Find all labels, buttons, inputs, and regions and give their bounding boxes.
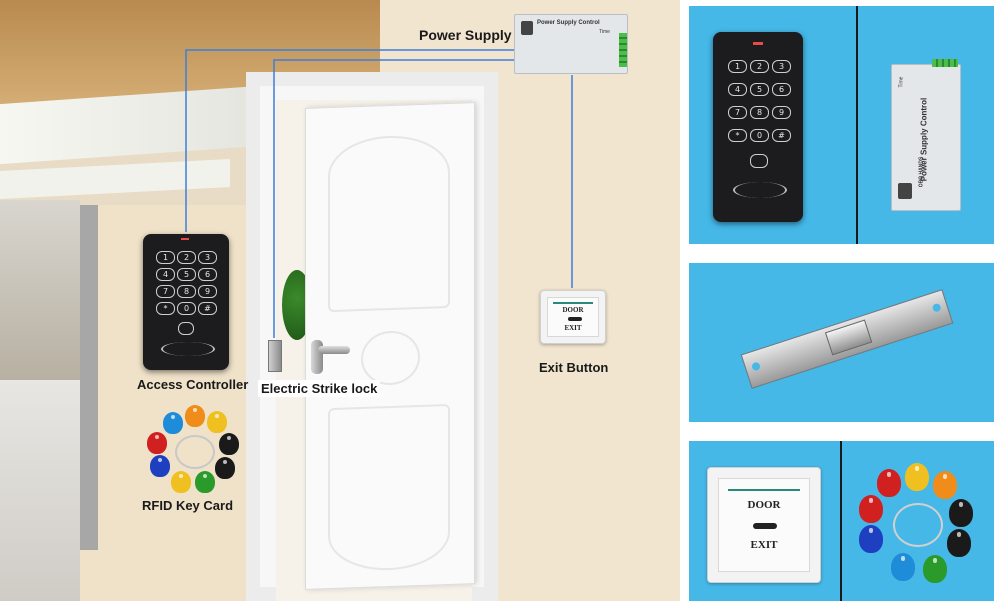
bell-icon (178, 322, 194, 335)
strike-lock-hole (931, 302, 942, 313)
key-4[interactable]: 4 (728, 83, 747, 96)
key-hash[interactable]: # (772, 129, 791, 142)
wiring (185, 49, 573, 338)
fob-blue (891, 553, 915, 581)
exit-button-door-text: DOOR (562, 306, 584, 314)
key-8[interactable]: 8 (750, 106, 769, 119)
fob-green (923, 555, 947, 583)
product-exit-button: DOOR EXIT (707, 467, 821, 583)
strike-lock-hole (750, 361, 762, 372)
key-1[interactable]: 1 (156, 251, 175, 264)
key-1[interactable]: 1 (728, 60, 747, 73)
fob-green (195, 471, 215, 493)
key-star[interactable]: * (156, 302, 175, 315)
keypad-led (753, 42, 763, 45)
exit-button-device: DOOR EXIT (540, 290, 606, 344)
key-7[interactable]: 7 (156, 285, 175, 298)
fob-orange (933, 471, 957, 499)
product-strike-lock (740, 289, 954, 389)
label-access-controller: Access Controller (137, 377, 249, 392)
key-9[interactable]: 9 (772, 106, 791, 119)
psu-logo-icon (521, 21, 533, 35)
fob-blue (163, 412, 183, 434)
electric-strike-lock (268, 340, 282, 372)
keypad-led (181, 238, 189, 240)
exit-button-exit-text: EXIT (750, 539, 778, 551)
exit-button-exit-text: EXIT (564, 324, 582, 332)
fob-red (859, 495, 883, 523)
key-5[interactable]: 5 (177, 268, 196, 281)
exit-button-face: DOOR EXIT (718, 478, 810, 572)
wire-lock (273, 59, 514, 338)
access-controller-keypad: 1 2 3 4 5 6 7 8 9 * 0 # (143, 234, 229, 370)
product-power-supply: Power Supply Control OBO HANDS Time (891, 59, 961, 211)
fob-yellow (905, 463, 929, 491)
product-keypad: 1 2 3 4 5 6 7 8 9 * 0 # (713, 32, 803, 222)
office-background (0, 200, 80, 390)
psu-brand: OBO HANDS (918, 156, 925, 188)
label-electric-strike-lock: Electric Strike lock (258, 380, 381, 397)
fob-red (877, 469, 901, 497)
product-panel-keypad-psu: 1 2 3 4 5 6 7 8 9 * 0 # Power Supply Con… (689, 6, 994, 244)
key-6[interactable]: 6 (772, 83, 791, 96)
fob-yellow (171, 471, 191, 493)
label-exit-button: Exit Button (539, 360, 609, 375)
product-panel-exit-fobs: DOOR EXIT (689, 441, 994, 601)
rfid-wave-icon (161, 342, 215, 356)
installation-scene: Power Supply Control Time Power Supply 1… (0, 0, 680, 601)
key-8[interactable]: 8 (177, 285, 196, 298)
key-6[interactable]: 6 (198, 268, 217, 281)
fob-yellow (207, 411, 227, 433)
key-icon (568, 317, 582, 321)
panel-divider (840, 441, 842, 601)
rfid-wave-icon (733, 182, 787, 198)
fob-black (219, 433, 239, 455)
key-7[interactable]: 7 (728, 106, 747, 119)
key-4[interactable]: 4 (156, 268, 175, 281)
product-panel-strike-lock (689, 263, 994, 422)
key-2[interactable]: 2 (750, 60, 769, 73)
psu-timer-label: Time (599, 29, 610, 35)
key-3[interactable]: 3 (198, 251, 217, 264)
exit-button-face: DOOR EXIT (547, 297, 599, 337)
fob-black (949, 499, 973, 527)
key-3[interactable]: 3 (772, 60, 791, 73)
pillar (80, 205, 98, 550)
fob-blue (859, 525, 883, 553)
strike-lock-latch (824, 319, 873, 356)
exit-button-stripe (553, 302, 593, 304)
exit-button-stripe (728, 489, 800, 491)
fob-black (947, 529, 971, 557)
key-0[interactable]: 0 (750, 129, 769, 142)
label-power-supply: Power Supply (419, 27, 512, 43)
fob-blue (150, 455, 170, 477)
fob-red (147, 432, 167, 454)
key-2[interactable]: 2 (177, 251, 196, 264)
key-hash[interactable]: # (198, 302, 217, 315)
wire-controller (185, 49, 514, 232)
psu-terminal-block (932, 59, 958, 67)
psu-timer-label: Time (898, 76, 905, 88)
fob-orange (185, 405, 205, 427)
panel-divider (856, 6, 858, 244)
door-handle-lever (318, 346, 350, 354)
key-icon (753, 523, 777, 529)
power-supply-box: Power Supply Control Time (514, 14, 628, 74)
fob-black (215, 457, 235, 479)
key-0[interactable]: 0 (177, 302, 196, 315)
psu-terminal-block (619, 33, 627, 67)
key-star[interactable]: * (728, 129, 747, 142)
product-fob-cluster (857, 463, 977, 593)
exit-button-door-text: DOOR (747, 499, 781, 511)
psu-title: Power Supply Control (537, 20, 600, 26)
key-5[interactable]: 5 (750, 83, 769, 96)
psu-logo-icon (898, 183, 912, 199)
key-9[interactable]: 9 (198, 285, 217, 298)
bell-icon (750, 154, 768, 168)
floor (0, 380, 80, 601)
key-rings (893, 503, 943, 547)
rfid-fob-cluster (145, 405, 240, 495)
key-rings (175, 435, 215, 469)
label-rfid-key-card: RFID Key Card (142, 498, 234, 513)
